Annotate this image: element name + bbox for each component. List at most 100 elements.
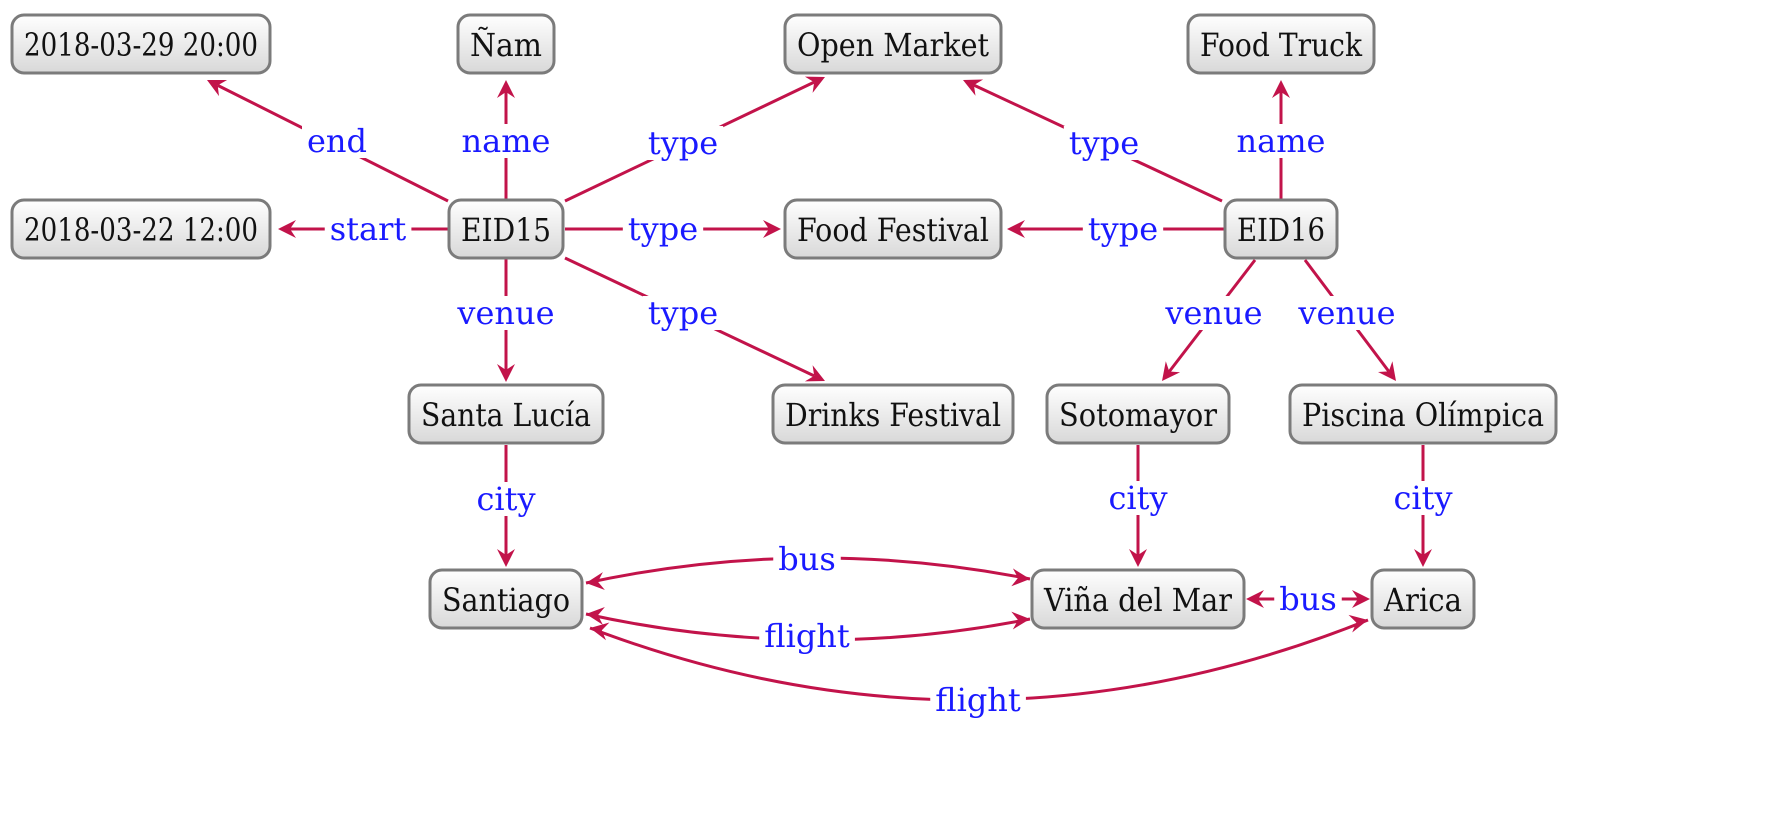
edge-label-bg bbox=[471, 482, 541, 516]
edge-label-bg bbox=[451, 296, 560, 330]
node-label: Open Market bbox=[797, 26, 989, 64]
node-box bbox=[428, 568, 584, 630]
edge-eid15-end_date-end-arrowhead bbox=[207, 80, 228, 97]
edge-eid15-open_mkt-type-arrowhead bbox=[804, 76, 825, 93]
node-arica: Arica bbox=[1370, 568, 1476, 630]
node-label: EID16 bbox=[1237, 211, 1325, 249]
node-label: Food Truck bbox=[1200, 26, 1363, 64]
node-soto: Sotomayor bbox=[1045, 383, 1231, 445]
node-eid15: EID15 bbox=[447, 198, 565, 260]
edge-label-eid15-type: type bbox=[648, 124, 718, 162]
node-box bbox=[783, 13, 1003, 75]
edge-eid16-food_truck-name-arrowhead bbox=[1272, 80, 1290, 98]
node-label: Viña del Mar bbox=[1043, 581, 1233, 619]
node-santa: Santa Lucía bbox=[407, 383, 605, 445]
node-label: Arica bbox=[1383, 581, 1462, 619]
edge-piscina-arica-city-arrowhead bbox=[1414, 549, 1432, 567]
node-box bbox=[1186, 13, 1376, 75]
edge-label-bg bbox=[773, 542, 841, 576]
node-piscina: Piscina Olímpica bbox=[1288, 383, 1558, 445]
edge-santiago-arica-flight-arrowhead-start bbox=[590, 622, 610, 641]
edge-label-eid15-type: type bbox=[628, 210, 698, 248]
node-label: Ñam bbox=[470, 26, 542, 64]
edge-label-eid16-type: type bbox=[1088, 210, 1158, 248]
edge-label-bg bbox=[642, 296, 724, 330]
edge-label-eid16-venue: venue bbox=[1164, 294, 1262, 332]
node-box bbox=[1223, 198, 1339, 260]
edge-label-bg bbox=[1103, 481, 1173, 515]
edge-label-bg bbox=[1159, 296, 1268, 330]
edge-vina-arica-bus-arrowhead bbox=[1352, 590, 1370, 608]
edge-eid16-open_mkt-type-arrowhead bbox=[963, 79, 984, 96]
edge-label-bg bbox=[759, 619, 855, 653]
edge-label-eid16-name: name bbox=[1237, 122, 1326, 160]
node-open_mkt: Open Market bbox=[783, 13, 1003, 75]
node-end_date: 2018-03-29 20:00 bbox=[10, 13, 272, 75]
edge-eid15-drinks-type-arrowhead bbox=[804, 365, 825, 382]
edge-eid16-piscina-venue-arrowhead bbox=[1378, 361, 1396, 381]
node-vina: Viña del Mar bbox=[1030, 568, 1246, 630]
edge-label-bg bbox=[324, 212, 412, 246]
edge-label-piscina-city: city bbox=[1393, 479, 1452, 517]
edge-label-eid15-venue: venue bbox=[456, 294, 554, 332]
node-food_truck: Food Truck bbox=[1186, 13, 1376, 75]
edge-label-santiago-flight: flight bbox=[764, 617, 850, 655]
edge-label-eid15-type: type bbox=[648, 294, 718, 332]
edge-label-bg bbox=[622, 212, 704, 246]
node-nam: Ñam bbox=[456, 13, 556, 75]
node-box bbox=[1370, 568, 1476, 630]
node-start_date: 2018-03-22 12:00 bbox=[10, 198, 272, 260]
node-label: 2018-03-22 12:00 bbox=[24, 211, 258, 249]
edge-eid15-start_date-start-arrowhead bbox=[278, 220, 296, 238]
edge-eid16-food_fest-type-arrowhead bbox=[1007, 220, 1025, 238]
node-label: 2018-03-29 20:00 bbox=[24, 26, 258, 64]
edge-label-santiago-flight: flight bbox=[935, 681, 1021, 719]
node-box bbox=[771, 383, 1015, 445]
edge-santiago-vina-flight-arrowhead-start bbox=[586, 607, 605, 625]
edge-label-bg bbox=[930, 683, 1026, 717]
edge-label-bg bbox=[642, 126, 724, 160]
edge-label-santiago-bus: bus bbox=[778, 540, 836, 578]
node-box bbox=[1045, 383, 1231, 445]
edge-label-santa-city: city bbox=[476, 480, 535, 518]
edge-eid15-santa-venue-arrowhead bbox=[497, 364, 515, 382]
node-box bbox=[1030, 568, 1246, 630]
nodes-layer: 2018-03-29 20:00 Ñam Open Market Food Truck… bbox=[10, 13, 1558, 630]
node-box bbox=[10, 198, 272, 260]
edge-santiago-vina-bus-arrowhead bbox=[1011, 568, 1030, 587]
edge-label-vina-bus: bus bbox=[1279, 580, 1337, 618]
node-label: EID15 bbox=[461, 211, 551, 249]
node-label: Food Festival bbox=[797, 211, 989, 249]
edge-vina-arica-bus-arrowhead-start bbox=[1246, 590, 1264, 608]
edge-label-bg bbox=[1082, 212, 1164, 246]
edge-label-bg bbox=[1292, 296, 1401, 330]
edge-santa-santiago-city-arrowhead bbox=[497, 549, 515, 567]
edge-label-eid15-start: start bbox=[330, 210, 407, 248]
edge-label-bg bbox=[1231, 124, 1331, 158]
node-drinks: Drinks Festival bbox=[771, 383, 1015, 445]
edge-eid15-nam-name-arrowhead bbox=[497, 80, 515, 98]
node-box bbox=[447, 198, 565, 260]
edge-label-eid15-end: end bbox=[307, 122, 367, 160]
node-label: Piscina Olímpica bbox=[1302, 396, 1544, 434]
edge-santiago-vina-flight-arrowhead bbox=[1011, 611, 1030, 630]
edge-label-bg bbox=[456, 124, 556, 158]
node-santiago: Santiago bbox=[428, 568, 584, 630]
edge-label-bg bbox=[301, 124, 373, 158]
edge-label-soto-city: city bbox=[1108, 479, 1167, 517]
edge-santiago-vina-bus-arrowhead-start bbox=[586, 572, 605, 590]
node-box bbox=[10, 13, 272, 75]
edge-label-eid16-type: type bbox=[1069, 124, 1139, 162]
edge-label-bg bbox=[1274, 582, 1342, 616]
node-label: Drinks Festival bbox=[785, 396, 1001, 434]
edge-santiago-arica-flight-arrowhead bbox=[1348, 614, 1368, 633]
edge-eid15-food_fest-type-arrowhead bbox=[763, 220, 781, 238]
node-box bbox=[407, 383, 605, 445]
edge-label-eid16-venue: venue bbox=[1297, 294, 1395, 332]
node-label: Sotomayor bbox=[1059, 396, 1218, 434]
node-food_fest: Food Festival bbox=[783, 198, 1003, 260]
node-box bbox=[783, 198, 1003, 260]
